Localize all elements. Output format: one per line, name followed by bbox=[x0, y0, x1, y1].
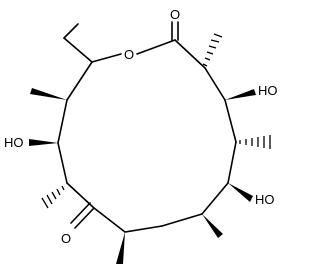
bond-c10-c11 bbox=[66, 182, 95, 209]
wedge-bond-c4-hydroxyl bbox=[225, 89, 256, 100]
hashed-bond-c3-methyl bbox=[202, 33, 223, 67]
bond-c9-c10 bbox=[93, 207, 126, 233]
bond-carbonyl-c3 bbox=[174, 39, 206, 69]
bond-c7-c8 bbox=[161, 213, 203, 227]
bond-c1-ring-oxygen bbox=[91, 53, 122, 63]
wedge-bond-c9-methyl bbox=[116, 232, 125, 264]
bond-c12-c13 bbox=[57, 99, 68, 144]
ring-oxygen-label: O bbox=[124, 47, 134, 62]
molecule-structure-diagram: O O HO HO HO O bbox=[4, 7, 278, 264]
carbonyl-oxygen-label: O bbox=[170, 7, 180, 22]
hashed-bond-c11-methyl bbox=[41, 185, 65, 209]
wedge-bond-c12-hydroxyl bbox=[29, 139, 58, 146]
hashed-bond-c5-methyl bbox=[239, 135, 271, 149]
bond-ketone-double-1 bbox=[74, 207, 95, 229]
bond-c4-c5 bbox=[224, 99, 237, 143]
hydroxyl-lower-right-label: HO bbox=[255, 192, 275, 207]
bond-ethyl-ch2 bbox=[63, 37, 93, 63]
hydroxyl-upper-right-label: HO bbox=[258, 83, 278, 98]
bond-ethyl-ch3 bbox=[63, 23, 79, 39]
bond-ring-oxygen-carbonyl bbox=[136, 39, 176, 55]
bond-c13-c1 bbox=[66, 61, 93, 101]
bond-ketone-double-2 bbox=[70, 202, 91, 224]
hydroxyl-left-label: HO bbox=[4, 135, 24, 150]
ketone-oxygen-label: O bbox=[61, 231, 71, 246]
wedge-bond-c6-hydroxyl bbox=[228, 183, 253, 202]
bond-c6-c7 bbox=[201, 182, 229, 215]
bond-c11-c12 bbox=[57, 142, 68, 184]
wedge-bond-c13-methyl bbox=[30, 88, 67, 100]
bond-c5-c6 bbox=[227, 141, 237, 184]
wedge-bond-c7-methyl bbox=[202, 214, 223, 238]
bond-c3-c4 bbox=[204, 67, 226, 101]
bond-c8-c9 bbox=[124, 225, 163, 233]
